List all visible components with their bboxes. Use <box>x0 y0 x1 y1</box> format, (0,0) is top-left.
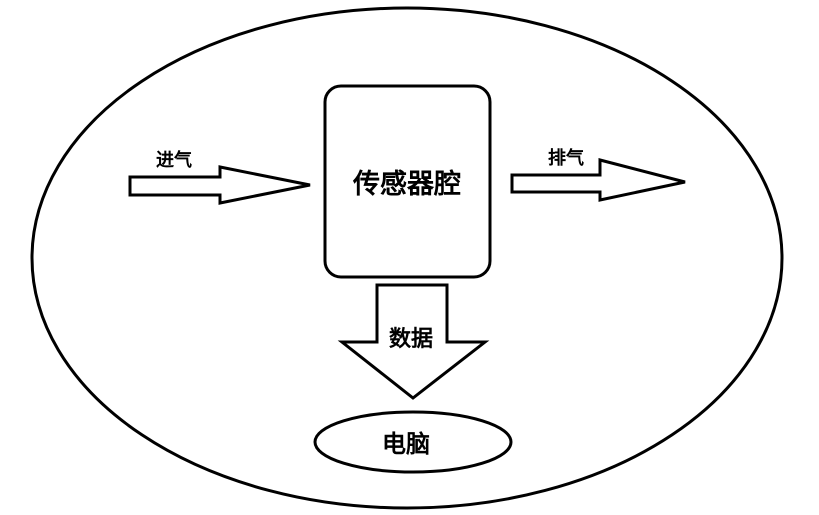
data-arrow <box>337 283 490 400</box>
exhaust-label: 排气 <box>548 147 584 169</box>
data-label: 数据 <box>389 326 433 352</box>
intake-arrow <box>128 165 311 205</box>
computer-ellipse <box>313 410 513 474</box>
computer-label: 电脑 <box>382 430 430 458</box>
exhaust-arrow <box>510 158 686 202</box>
sensor-chamber-label: 传感器腔 <box>352 168 461 200</box>
sensor-chamber-box <box>323 84 492 279</box>
intake-label: 进气 <box>156 149 192 171</box>
system-boundary-ellipse <box>30 6 784 510</box>
